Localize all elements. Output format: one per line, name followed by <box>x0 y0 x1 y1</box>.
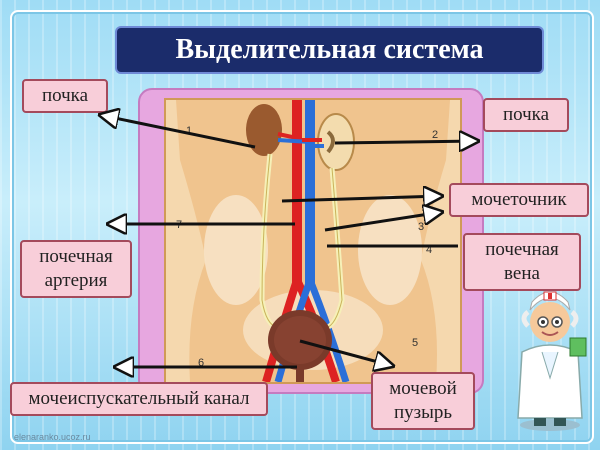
slide-title: Выделительная система <box>117 28 542 72</box>
doctor-illustration <box>517 291 587 431</box>
label-kidney-right: почка <box>483 98 569 132</box>
number-1: 1 <box>186 125 192 137</box>
arrow-2 <box>334 141 478 143</box>
number-5: 5 <box>412 337 418 349</box>
number-3: 3 <box>418 221 424 233</box>
number-6: 6 <box>198 357 204 369</box>
number-2: 2 <box>432 129 438 141</box>
label-ureter: мочеточник <box>449 183 589 217</box>
number-4: 4 <box>426 244 432 256</box>
label-renal-artery: почечная артерия <box>20 240 132 298</box>
label-renal-vein: почечная вена <box>463 233 581 291</box>
arrow-ureter-top <box>281 196 442 201</box>
label-kidney-left: почка <box>22 79 108 113</box>
slide-border <box>10 10 594 444</box>
label-urethra: мочеиспускательный канал <box>10 382 268 416</box>
arrow-5 <box>299 339 393 366</box>
label-bladder: мочевой пузырь <box>371 372 475 430</box>
arrow-3 <box>324 212 442 232</box>
arrow-1 <box>100 115 256 149</box>
watermark: elenaranko.ucoz.ru <box>14 432 91 442</box>
